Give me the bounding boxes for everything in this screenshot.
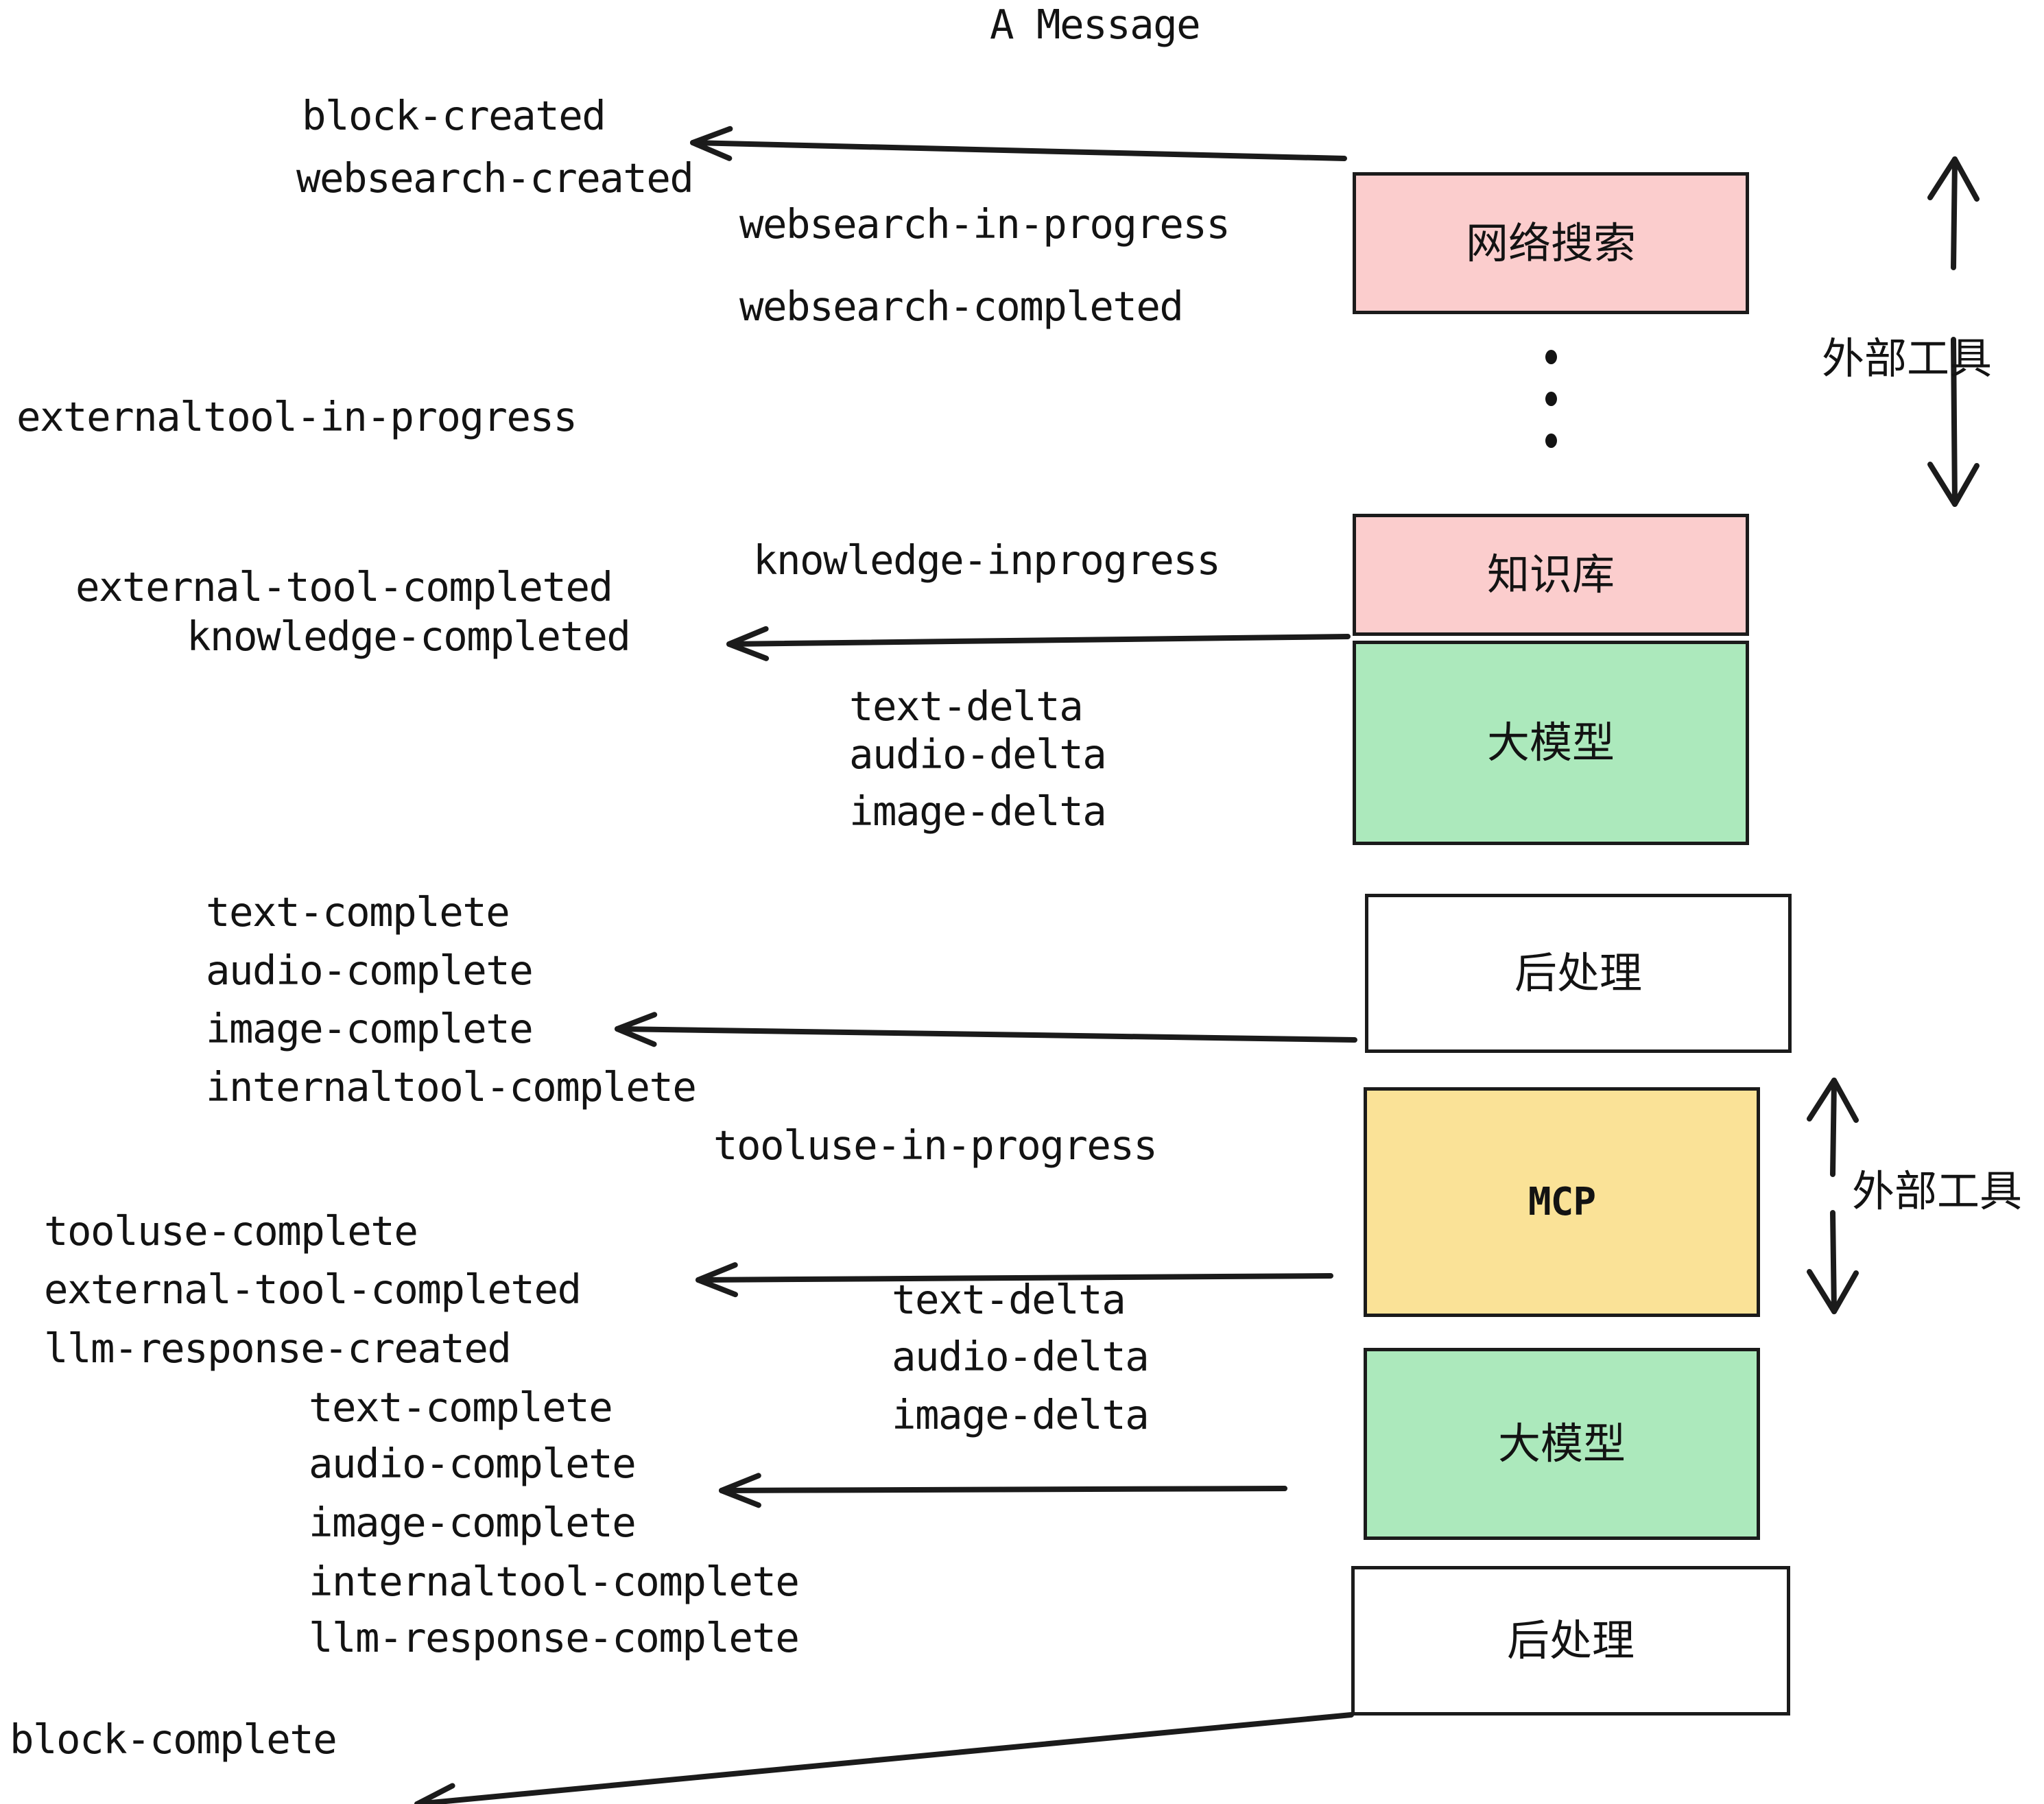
side-group-label-external-tools-bottom: 外部工具 — [1852, 1166, 2023, 1216]
arrow-block-created-shaft — [690, 140, 1347, 161]
arrow-block-complete-head — [414, 1783, 455, 1804]
event-label-audio-complete-2: audio-complete — [309, 1440, 637, 1487]
event-label-externaltool-in-progress: externaltool-in-progress — [16, 393, 578, 440]
external-tools-top-up-shaft — [1951, 156, 1958, 270]
page-title: A Message — [990, 1, 1201, 48]
event-label-external-tool-completed-2: external-tool-completed — [44, 1266, 582, 1313]
arrow-audio-complete-shaft — [719, 1486, 1287, 1493]
event-label-text-delta-1: text-delta — [849, 683, 1084, 730]
event-label-text-complete-2: text-complete — [309, 1384, 613, 1431]
event-label-audio-delta-2: audio-delta — [892, 1333, 1150, 1380]
event-label-llm-response-complete: llm-response-complete — [309, 1614, 800, 1661]
node-label-mcp: MCP — [1528, 1179, 1596, 1224]
node-postprocess-1[interactable]: 后处理 — [1365, 894, 1792, 1053]
event-label-text-complete-1: text-complete — [206, 888, 510, 936]
event-label-tooluse-complete: tooluse-complete — [44, 1207, 418, 1255]
external-tools-bottom-down-head — [1807, 1269, 1859, 1314]
arrow-tooluse-complete-head — [696, 1262, 738, 1298]
event-label-text-delta-2: text-delta — [892, 1276, 1126, 1323]
node-label-llm-2: 大模型 — [1497, 1419, 1626, 1469]
event-label-internaltool-complete-1: internaltool-complete — [206, 1063, 697, 1111]
node-label-postprocess-1: 后处理 — [1514, 948, 1642, 998]
arrow-block-created-head — [690, 126, 733, 161]
node-postprocess-2[interactable]: 后处理 — [1351, 1566, 1790, 1716]
external-tools-top-up-head — [1927, 156, 1980, 202]
external-tools-bottom-up-shaft — [1830, 1078, 1837, 1177]
arrow-tooluse-complete-shaft — [696, 1273, 1333, 1283]
vertical-ellipsis-icon — [1545, 350, 1557, 475]
event-label-image-delta-2: image-delta — [892, 1391, 1150, 1438]
event-label-block-created: block-created — [302, 92, 606, 139]
event-label-image-delta-1: image-delta — [849, 787, 1107, 835]
external-tools-bottom-down-shaft — [1830, 1210, 1837, 1314]
event-label-audio-delta-1: audio-delta — [849, 731, 1107, 778]
event-label-websearch-in-progress: websearch-in-progress — [739, 200, 1231, 248]
node-websearch[interactable]: 网络搜索 — [1353, 172, 1749, 314]
arrow-image-complete-head — [615, 1012, 658, 1047]
arrow-block-complete-shaft — [414, 1712, 1354, 1804]
external-tools-top-down-head — [1927, 462, 1980, 507]
event-label-tooluse-in-progress: tooluse-in-progress — [713, 1121, 1158, 1169]
arrow-knowledge-done-shaft — [726, 634, 1351, 647]
node-label-knowledge: 知识库 — [1486, 549, 1615, 600]
node-label-websearch: 网络搜索 — [1465, 217, 1636, 268]
node-llm-2[interactable]: 大模型 — [1364, 1348, 1760, 1540]
node-label-postprocess-2: 后处理 — [1506, 1615, 1635, 1665]
event-label-image-complete-2: image-complete — [309, 1499, 637, 1546]
side-group-label-external-tools-top: 外部工具 — [1822, 333, 1993, 383]
node-knowledge[interactable]: 知识库 — [1353, 514, 1749, 636]
arrow-audio-complete-head — [719, 1473, 761, 1508]
arrow-knowledge-done-head — [726, 626, 770, 661]
event-label-knowledge-completed: knowledge-completed — [187, 613, 631, 660]
event-label-audio-complete-1: audio-complete — [206, 947, 534, 994]
external-tools-bottom-up-head — [1807, 1078, 1859, 1123]
event-label-websearch-created: websearch-created — [296, 154, 694, 202]
ellipsis-dot — [1545, 350, 1557, 364]
event-label-external-tool-completed-1: external-tool-completed — [75, 563, 613, 610]
event-label-llm-response-created: llm-response-created — [44, 1325, 512, 1372]
event-label-image-complete-1: image-complete — [206, 1005, 534, 1052]
arrow-image-complete-shaft — [615, 1026, 1357, 1043]
event-label-internaltool-complete-2: internaltool-complete — [309, 1558, 800, 1605]
node-llm-1[interactable]: 大模型 — [1353, 641, 1749, 845]
event-label-block-complete: block-complete — [10, 1716, 337, 1763]
event-label-websearch-completed: websearch-completed — [739, 283, 1184, 330]
event-label-knowledge-inprogress: knowledge-inprogress — [753, 536, 1221, 584]
external-tools-top-down-shaft — [1951, 337, 1958, 507]
ellipsis-dot — [1545, 434, 1557, 448]
ellipsis-dot — [1545, 392, 1557, 406]
node-label-llm-1: 大模型 — [1486, 717, 1615, 768]
node-mcp[interactable]: MCP — [1364, 1087, 1760, 1317]
